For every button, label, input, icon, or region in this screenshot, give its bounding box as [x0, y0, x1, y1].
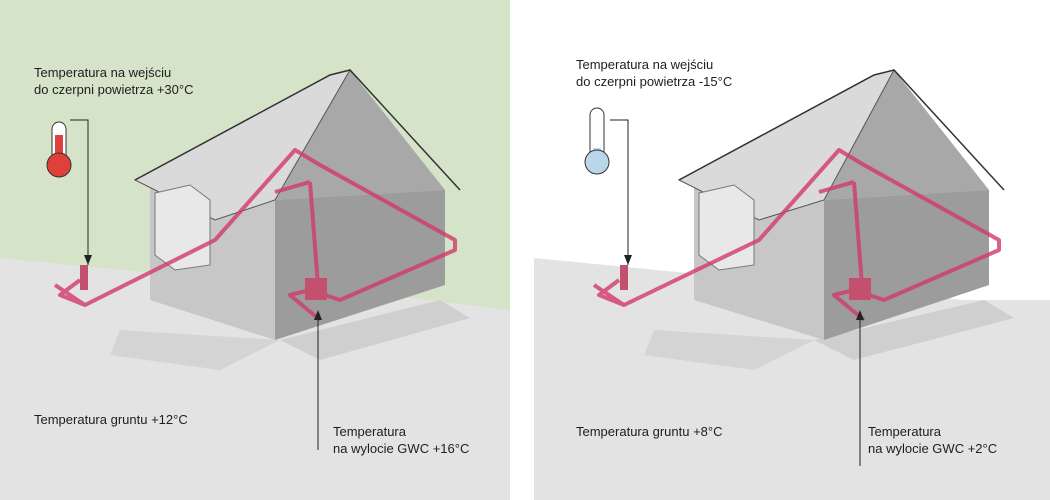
house-gable-front: [824, 190, 989, 340]
outlet-temp-label: Temperatura na wylocie GWC +2°C: [868, 423, 997, 457]
inlet-temp-line2: do czerpni powietrza +30°C: [34, 82, 194, 97]
duct-pipes: [592, 148, 1001, 322]
outlet-temp-label: Temperatura na wylocie GWC +16°C: [333, 423, 469, 457]
inlet-temp-line2: do czerpni powietrza -15°C: [576, 74, 733, 89]
duct-shadow: [110, 330, 280, 370]
outlet-temp-line2: na wylocie GWC +16°C: [333, 441, 470, 456]
winter-illustration: [534, 0, 1050, 500]
thermometer-cold-icon: [584, 107, 610, 175]
outlet-temp-line1: Temperatura: [333, 424, 406, 439]
summer-illustration: [0, 0, 510, 500]
inlet-temp-label: Temperatura na wejściu do czerpni powiet…: [34, 64, 193, 98]
duct-shadow: [644, 330, 814, 370]
summer-panel: Temperatura na wejściu do czerpni powiet…: [0, 0, 510, 500]
ground-temp-label: Temperatura gruntu +8°C: [576, 423, 722, 440]
inlet-pointer-arrow: [84, 255, 92, 265]
gwc-unit: [849, 278, 871, 300]
thermometer-warm-icon: [46, 121, 72, 178]
ground-temp-text: Temperatura gruntu +8°C: [576, 424, 723, 439]
roof-edge: [678, 69, 1005, 191]
outlet-pointer-arrow: [856, 310, 864, 320]
inlet-pointer-line: [70, 119, 89, 265]
gwc-unit: [305, 278, 327, 300]
air-intake: [80, 265, 88, 290]
winter-panel: Temperatura na wejściu do czerpni powiet…: [534, 0, 1050, 500]
house-gable-top: [275, 70, 445, 200]
outlet-temp-line1: Temperatura: [868, 424, 941, 439]
inlet-pointer-line: [610, 119, 629, 265]
outlet-pointer-arrow: [314, 310, 322, 320]
house-shadow: [814, 300, 1014, 360]
house-gable-front: [275, 190, 445, 340]
roof-edge: [134, 69, 461, 191]
panel-divider: [510, 0, 534, 500]
duct-pipes: [53, 148, 457, 322]
inlet-pointer-arrow: [624, 255, 632, 265]
ground-temp-text: Temperatura gruntu +12°C: [34, 412, 188, 427]
inlet-temp-line1: Temperatura na wejściu: [34, 65, 172, 80]
ground-temp-label: Temperatura gruntu +12°C: [34, 411, 188, 428]
outlet-temp-line2: na wylocie GWC +2°C: [868, 441, 998, 456]
inlet-temp-line1: Temperatura na wejściu: [576, 57, 714, 72]
inlet-temp-label: Temperatura na wejściu do czerpni powiet…: [576, 56, 732, 90]
air-intake: [620, 265, 628, 290]
house-shadow: [280, 300, 470, 360]
